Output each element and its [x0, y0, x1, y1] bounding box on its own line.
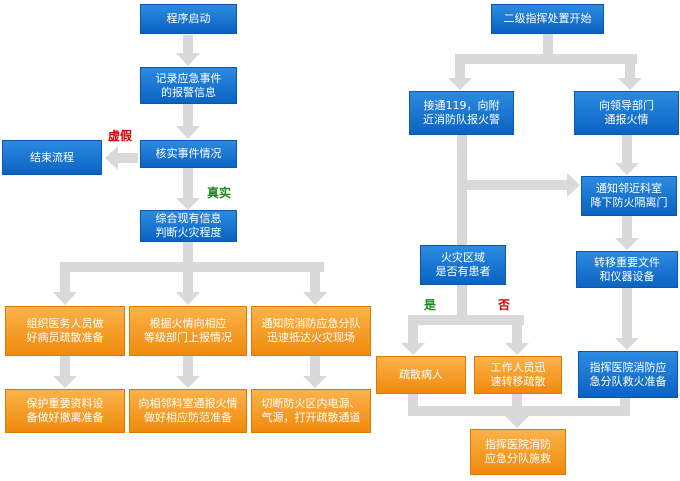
- report-dept-node: 根据火情向相应 等级部门上报情况: [129, 306, 247, 356]
- direct-rescue-node: 指挥医院消防 应急分队施救: [470, 429, 566, 475]
- transfer-docs-node: 转移重要文件 和仪器设备: [576, 251, 678, 288]
- protect-docs-node: 保护重要资料设 备做好撤离准备: [5, 389, 125, 433]
- arrow-connectors: [53, 34, 642, 428]
- label-true: 真实: [207, 186, 232, 200]
- notify-fire-team-node: 通知院消防应急分队 迅速抵达火灾现场: [251, 306, 371, 356]
- organize-staff-node: 组织医务人员做 好病员疏散准备: [5, 306, 125, 356]
- record-alarm-node: 记录应急事件 的报警信息: [140, 67, 237, 104]
- start-program-node: 程序启动: [140, 4, 237, 34]
- direct-fire-fighting-node: 指挥医院消防应 急分队救火准备: [578, 351, 678, 398]
- verify-event-node: 核实事件情况: [140, 140, 237, 168]
- notify-nearby-node: 向相邻科室通报火情 做好相应防范准备: [129, 389, 247, 433]
- end-flow-node: 结束流程: [2, 140, 102, 175]
- notify-fire-door-node: 通知邻近科室 降下防火隔离门: [581, 176, 677, 216]
- label-no: 否: [498, 298, 511, 312]
- label-yes: 是: [424, 298, 437, 312]
- call-119-node: 接通119，向附 近消防队报火警: [409, 91, 514, 135]
- label-false: 虚假: [108, 129, 133, 143]
- report-leader-node: 向领导部门 通报火情: [574, 91, 679, 135]
- judge-fire-node: 综合现有信息 判断火灾程度: [140, 210, 237, 242]
- second-level-start-node: 二级指挥处置开始: [491, 4, 604, 34]
- fire-zone-question-node: 火灾区域 是否有患者: [420, 245, 506, 285]
- evacuate-patients-node: 疏散病人: [376, 356, 466, 394]
- cut-power-node: 切断防火区内电源、 气源，打开疏散通道: [251, 389, 371, 433]
- staff-evacuate-node: 工作人员迅 速转移疏散: [474, 356, 562, 394]
